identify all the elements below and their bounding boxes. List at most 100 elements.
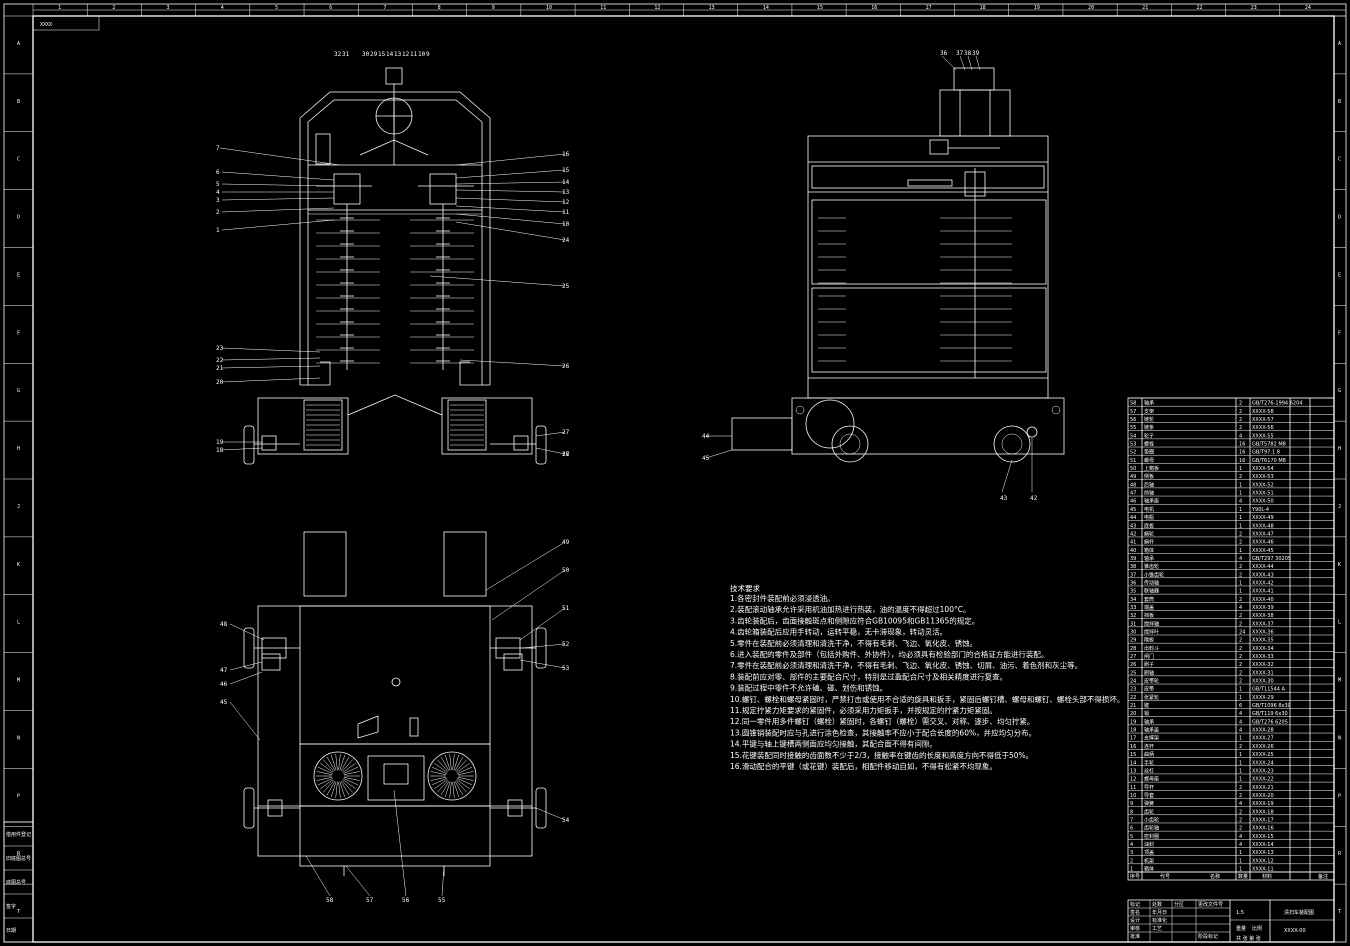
bom-row-code: XXXX-15 [1252,834,1274,840]
bom-row-code: XXXX-44 [1252,564,1274,570]
bom-header-name: 名称 [1210,873,1220,880]
drawing-scale: 1:5 [1236,910,1244,916]
bom-row-no: 50 [1130,466,1136,472]
bom-row-name: 连杆 [1144,743,1154,750]
left-strip-label: 底图总号 [6,879,26,886]
front-part-label: 27 [562,429,570,436]
bom-row-code: XXXX-30 [1252,679,1274,685]
bom-row-code: XXXX-48 [1252,523,1274,529]
bom-row-qty: 2 [1239,670,1242,676]
plan-part-label: 49 [562,539,570,546]
bom-row-name: 搅拌叶 [1144,629,1159,636]
bom-row-name: 后轴 [1144,481,1154,488]
left-strip-label: 日期 [6,928,16,934]
bom-row-name: 联轴器 [1144,588,1159,595]
bom-row-qty: 1 [1239,548,1242,554]
bom-row-name: 底板 [1144,522,1154,529]
bom-row-qty: 16 [1239,450,1245,456]
bom-row-name: 电机 [1144,506,1154,513]
bom-row-qty: 16 [1239,442,1245,448]
front-part-label: 2 [216,209,220,216]
bom-row-code: XXXX-58 [1252,409,1274,415]
bom-row-code: XXXX-35 [1252,638,1274,644]
bom-row-no: 4 [1130,842,1133,848]
side-letter-left: J [17,504,20,510]
bom-row-qty: 2 [1239,531,1242,537]
front-part-label: 12 [562,199,570,206]
bom-row-code: XXXX-23 [1252,768,1274,774]
top-tick-label: 8 [438,5,441,11]
bom-row-no: 54 [1130,433,1136,439]
bom-row-qty: 1 [1239,589,1242,595]
gear-wheel-icon [831,425,869,463]
bom-row-qty: 4 [1239,801,1242,807]
bom-row-name: 轴承 [1144,555,1154,562]
bom-row-name: 闸门 [1144,653,1154,660]
bom-row-qty: 2 [1239,409,1242,415]
note-line: 16.滑动配合的平键（或花键）装配后，相配件移动自如，不得有松紧不均现象。 [730,761,997,771]
note-line: 8.装配前应对零、部件的主要配合尺寸，特别是过盈配合尺寸及相关精度进行复查。 [730,671,1007,681]
large-wheel-icon [805,399,855,449]
bom-row-no: 35 [1130,589,1136,595]
bom-row-code: XXXX-27 [1252,736,1274,742]
title-block-label: 批准 [1130,933,1140,940]
bom-row-name: 支架 [1144,408,1154,415]
bom-row-no: 28 [1130,646,1136,652]
side-letter-right: K [1338,562,1341,568]
side-letter-right: F [1338,330,1341,336]
side-part-label: 45 [702,455,710,462]
side-letter-right: B [1338,99,1341,105]
bom-row-code: XXXX-50 [1252,499,1274,505]
bom-row-qty: 4 [1239,834,1242,840]
bom-row-qty: 2 [1239,785,1242,791]
front-part-label: 23 [216,345,224,352]
front-part-label: 4 [216,189,220,196]
bom-row-qty: 2 [1239,793,1242,799]
bom-row-name: 螺栓 [1144,441,1154,448]
front-part-label: 13 [394,51,402,58]
bom-row-no: 47 [1130,491,1136,497]
bom-row-code: XXXX-18 [1252,809,1274,815]
bom-row-no: 16 [1130,744,1136,750]
bom-row-code: XXXX-13 [1252,850,1274,856]
bom-row-code: GB/T119 6x30 [1252,711,1288,717]
top-tick-label: 15 [817,5,823,11]
bom-row-qty: 1 [1239,768,1242,774]
bom-row-code: XXXX-49 [1252,515,1274,521]
left-strip-label: 旧底图总号 [6,855,31,862]
front-part-label: 28 [562,451,570,458]
bom-row-name: 轴承座 [1144,498,1159,505]
bom-header-no: 序号 [1130,873,1140,880]
top-tick-label: 11 [600,5,606,11]
bom-row-qty: 4 [1239,719,1242,725]
bom-row-name: 蜗轮 [1144,530,1154,537]
bom-row-name: 密封圈 [1144,833,1159,840]
bom-row-code: XXXX-46 [1252,540,1274,546]
top-tick-label: 6 [329,5,332,11]
bom-row-code: GB/T11544 A [1252,687,1286,693]
bom-row-code: XXXX-56 [1252,425,1274,431]
bom-row-code: XXXX-54 [1252,466,1274,472]
side-part-label: 42 [1030,495,1038,502]
bom-row-qty: 1 [1239,858,1242,864]
bom-row-no: 3 [1130,850,1133,856]
bom-row-no: 32 [1130,613,1136,619]
title-block-label: 标准化 [1152,917,1167,924]
front-part-label: 31 [342,51,350,58]
bom-row-no: 40 [1130,548,1136,554]
bom-row-qty: 1 [1239,695,1242,701]
front-part-label: 6 [216,169,220,176]
bom-row-no: 17 [1130,736,1136,742]
front-part-label: 20 [216,379,224,386]
bom-row-name: 刷轴 [1144,669,1154,676]
bom-row-no: 10 [1130,793,1136,799]
bom-row-no: 33 [1130,605,1136,611]
plan-part-label: 50 [562,567,570,574]
bom-row-name: 螺母座 [1144,776,1159,783]
bom-row-qty: 1 [1239,687,1242,693]
rear-wheel-icon [993,425,1031,463]
plan-part-label: 58 [326,897,334,904]
